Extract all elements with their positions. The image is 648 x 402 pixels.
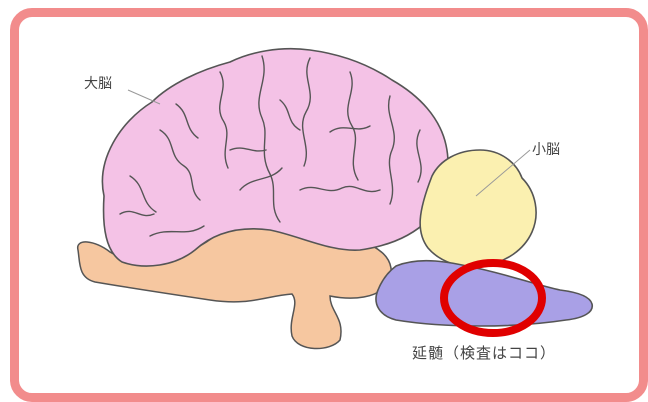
cerebellum-shape [420, 150, 536, 267]
cerebrum-label: 大脳 [84, 73, 112, 93]
cerebrum-leader-line [128, 90, 160, 104]
medulla-shape [376, 261, 592, 326]
cerebellum-label: 小脳 [532, 139, 560, 159]
medulla-label: 延髄（検査はココ） [412, 342, 556, 363]
